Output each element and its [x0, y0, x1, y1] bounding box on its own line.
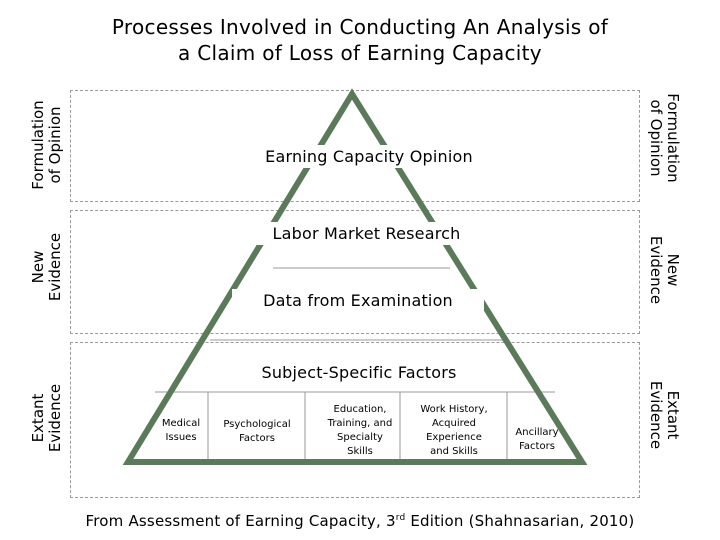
right-label-extant-evidence: Extant Evidence — [647, 380, 682, 450]
factor-education-training: Education, Training, and Specialty Skill… — [327, 404, 393, 457]
left-label-extant-evidence: Extant Evidence — [29, 383, 64, 453]
label-labor-market-research: Labor Market Research — [240, 222, 493, 245]
diagram-title: Processes Involved in Conducting An Anal… — [60, 14, 660, 66]
pyramid-triangle — [122, 88, 588, 465]
left-label-formulation: Formulation of Opinion — [29, 100, 64, 190]
left-label-new-evidence: New Evidence — [29, 232, 64, 302]
title-line-1: Processes Involved in Conducting An Anal… — [111, 15, 609, 39]
band-new-evidence — [70, 210, 640, 334]
label-subject-specific-factors: Subject-Specific Factors — [225, 361, 493, 384]
factor-work-history: Work History, Acquired Experience and Sk… — [420, 404, 488, 457]
band-formulation — [70, 90, 640, 202]
label-data-from-examination: Data from Examination — [232, 289, 484, 312]
title-line-2: a Claim of Loss of Earning Capacity — [178, 41, 542, 65]
right-label-new-evidence: New Evidence — [647, 235, 682, 305]
right-label-formulation: Formulation of Opinion — [647, 93, 682, 183]
label-earning-capacity-opinion: Earning Capacity Opinion — [235, 145, 503, 168]
factor-ancillary-factors: Ancillary Factors — [515, 427, 559, 452]
source-citation: From Assessment of Earning Capacity, 3rd… — [85, 512, 635, 530]
factor-medical-issues: Medical Issues — [161, 418, 201, 443]
band-extant-evidence — [70, 342, 640, 498]
factor-psychological-factors: Psychological Factors — [223, 419, 291, 444]
